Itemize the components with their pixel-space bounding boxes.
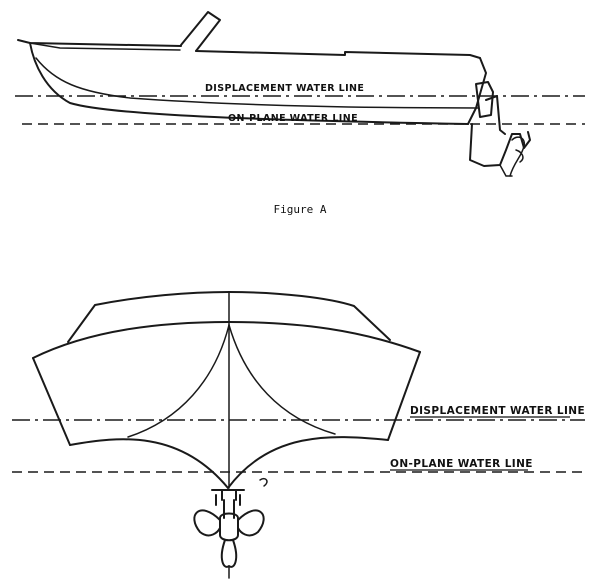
front-propeller-blade-right	[237, 509, 265, 537]
side-outboard-motor	[469, 81, 531, 177]
motor-lower-unit	[469, 123, 531, 167]
front-motor-shaft	[223, 499, 235, 519]
front-left-chine	[127, 324, 230, 438]
motor-cowling	[475, 81, 494, 118]
front-displacement-label: DISPLACEMENT WATER LINE	[410, 405, 585, 417]
front-hull-bottom-vee	[69, 436, 389, 489]
side-hull-bottom	[29, 42, 469, 125]
side-sheer-line	[29, 42, 181, 51]
figure-a-caption: Figure A	[274, 203, 327, 216]
motor-shaft	[485, 95, 506, 135]
front-hull-left-side	[32, 357, 71, 446]
motor-skeg	[499, 164, 513, 177]
front-tiller-mark	[259, 477, 268, 487]
front-propeller-blade-bottom	[220, 539, 238, 568]
front-gunwale-arc	[32, 321, 421, 359]
front-motor-bracket	[211, 489, 245, 506]
front-propeller-blade-left	[193, 509, 221, 537]
front-propeller-hub	[219, 512, 239, 542]
side-chine-line	[35, 57, 479, 109]
side-seat-back	[180, 11, 221, 52]
front-outboard-motor	[193, 477, 268, 579]
figure-b-front-view: DISPLACEMENT WATER LINE ON-PLANE WATER L…	[12, 291, 585, 579]
side-on-plane-label: ON-PLANE WATER LINE	[228, 113, 358, 124]
front-on-plane-label: ON-PLANE WATER LINE	[390, 458, 533, 470]
front-hull-right-side	[387, 351, 421, 441]
motor-propeller	[509, 136, 526, 177]
side-displacement-label: DISPLACEMENT WATER LINE	[205, 83, 364, 94]
front-right-chine	[228, 324, 336, 435]
front-deck-outline	[67, 291, 391, 343]
side-transom	[467, 57, 487, 125]
figure-a-side-view: DISPLACEMENT WATER LINE ON-PLANE WATER L…	[15, 11, 585, 216]
